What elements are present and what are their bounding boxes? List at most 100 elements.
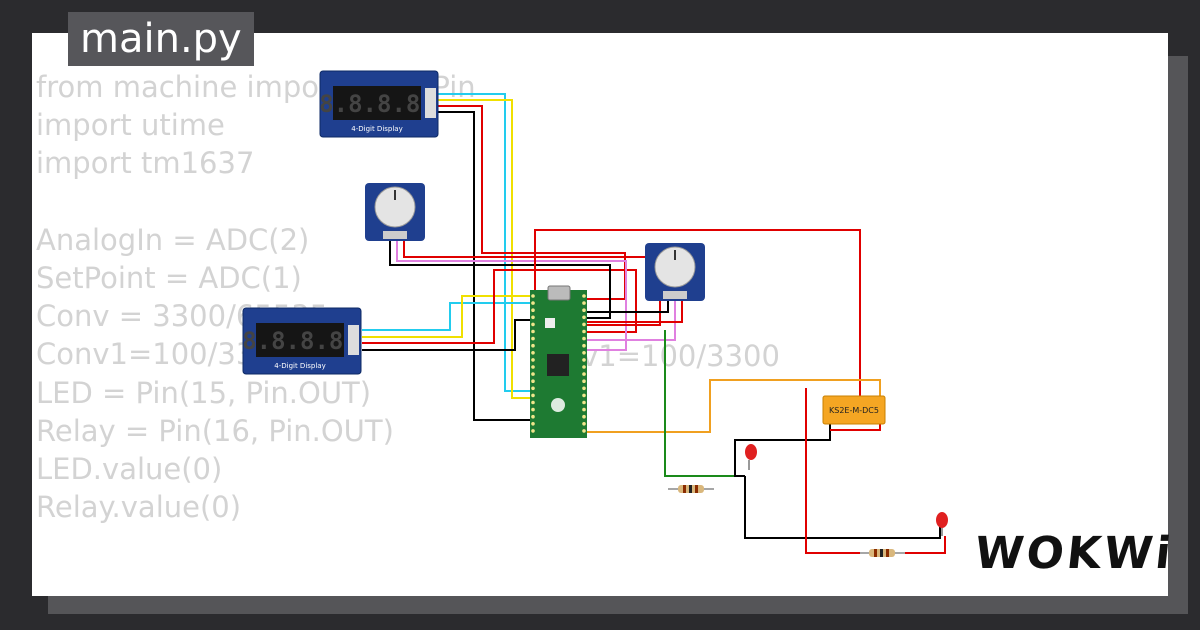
pico-pin[interactable] [582, 414, 586, 419]
pico-pin[interactable] [531, 422, 535, 426]
wire-red-top [438, 105, 626, 300]
resistor-top-band [695, 485, 698, 493]
pico-pin[interactable] [531, 358, 535, 362]
display-bottom-screen [256, 323, 344, 357]
pico-chip [547, 354, 569, 376]
wire-black-led2 [744, 476, 941, 539]
pico-pin[interactable] [582, 429, 586, 433]
pico-pin[interactable] [531, 322, 535, 327]
relay-body [822, 395, 886, 425]
pico-pin[interactable] [582, 329, 586, 334]
raspberry-logo-icon [551, 398, 565, 412]
pico-pin[interactable] [531, 393, 535, 398]
display-bottom-caption: 4-Digit Display [274, 362, 325, 370]
pico-pin[interactable] [582, 407, 586, 412]
pico-pin[interactable] [582, 294, 586, 298]
pot-right-knob [654, 246, 696, 288]
wire-red-relay-out [805, 388, 860, 554]
display-top-digits: 8.8.8.8. [319, 90, 435, 118]
pico-pin[interactable] [582, 365, 586, 369]
pico-pin[interactable] [531, 429, 535, 433]
potentiometer-left[interactable] [365, 183, 425, 241]
resistor-bottom[interactable] [860, 549, 905, 557]
display-bottom[interactable]: 8.8.8.8. 4-Digit Display [242, 307, 362, 375]
wire-red-relay-com [830, 424, 881, 431]
resistor-top-band [689, 485, 692, 493]
pico-pin[interactable] [582, 393, 586, 398]
led-top-bulb [745, 444, 757, 460]
wokwi-logo: WOKWi [972, 528, 1177, 579]
display-top-header [425, 88, 436, 118]
pico-pin[interactable] [582, 422, 586, 426]
pico-pin[interactable] [531, 400, 535, 405]
pico-pin[interactable] [582, 308, 586, 313]
pico-pins [531, 294, 586, 433]
file-tab[interactable]: main.py [68, 12, 254, 66]
pot-right-pins [663, 291, 687, 299]
code-line: SetPoint = ADC(1) [36, 261, 302, 296]
pico-pin[interactable] [582, 400, 586, 405]
pico-usb-port [547, 285, 571, 301]
relay-label: KS2E-M-DC5 [829, 406, 879, 415]
code-line: import utime [36, 108, 225, 143]
pico-pin[interactable] [582, 358, 586, 362]
pico-pin[interactable] [531, 386, 535, 391]
wire-pink-pot2 [586, 298, 676, 341]
pot-left-knob [374, 186, 416, 228]
wire-black-pot1 [389, 240, 611, 319]
resistor-top-band [683, 485, 686, 493]
pico-pin[interactable] [531, 308, 535, 313]
pico-pin[interactable] [531, 379, 535, 384]
pico-pin[interactable] [531, 351, 535, 355]
display-top-screen [333, 86, 421, 120]
code-background: from machine import ADC, Pin import utim… [36, 68, 476, 526]
pico-pin[interactable] [531, 343, 535, 348]
wire-green-led [664, 330, 745, 477]
pico-pin[interactable] [531, 336, 535, 341]
wire-black-pot2 [586, 298, 669, 313]
pico-pin[interactable] [531, 315, 535, 320]
display-top[interactable]: 8.8.8.8. 4-Digit Display [319, 70, 439, 138]
pico-pin[interactable] [582, 351, 586, 355]
code-line: Relay.value(0) [36, 490, 242, 525]
pico-pin[interactable] [531, 329, 535, 334]
led-bottom[interactable] [936, 512, 948, 536]
wire-red-pot2 [586, 298, 683, 323]
wire-black-bottom [362, 319, 530, 351]
code-line: LED.value(0) [36, 452, 223, 487]
code-line: Relay = Pin(16, Pin.OUT) [36, 413, 394, 448]
display-bottom-digits: 8.8.8.8. [242, 327, 358, 355]
canvas-card [32, 33, 1168, 596]
led-top[interactable] [745, 444, 757, 470]
pico-pin[interactable] [582, 315, 586, 320]
pico-pin[interactable] [582, 386, 586, 391]
pico-pin[interactable] [531, 365, 535, 369]
display-top-caption: 4-Digit Display [351, 125, 402, 133]
pico-pin[interactable] [531, 301, 535, 305]
code-line: import tm1637 [36, 146, 255, 181]
pico-pin[interactable] [531, 414, 535, 419]
pico-pin[interactable] [582, 322, 586, 327]
wire-pink-pot1 [396, 240, 627, 351]
pico-pin[interactable] [582, 379, 586, 384]
pico-pin[interactable] [582, 343, 586, 348]
pico-pin[interactable] [582, 372, 586, 376]
pico-pin[interactable] [531, 294, 535, 298]
wire-black-led1 [734, 424, 831, 477]
code-line: LED = Pin(15, Pin.OUT) [36, 375, 372, 410]
wires [362, 93, 946, 554]
resistor-bottom-band [880, 549, 883, 557]
pico-pin[interactable] [582, 336, 586, 341]
resistor-top[interactable] [668, 485, 714, 493]
pico-pin[interactable] [531, 372, 535, 376]
wire-yellow-bottom [362, 295, 530, 338]
relay[interactable]: KS2E-M-DC5 [822, 395, 886, 425]
potentiometer-right[interactable] [645, 243, 705, 301]
pico-board[interactable] [530, 285, 587, 438]
wire-yellow-top [438, 99, 530, 399]
code-line: AnalogIn = ADC(2) [36, 222, 310, 257]
pico-pin[interactable] [531, 407, 535, 412]
wire-cyan-bottom [362, 302, 530, 331]
pico-pin[interactable] [582, 301, 586, 305]
